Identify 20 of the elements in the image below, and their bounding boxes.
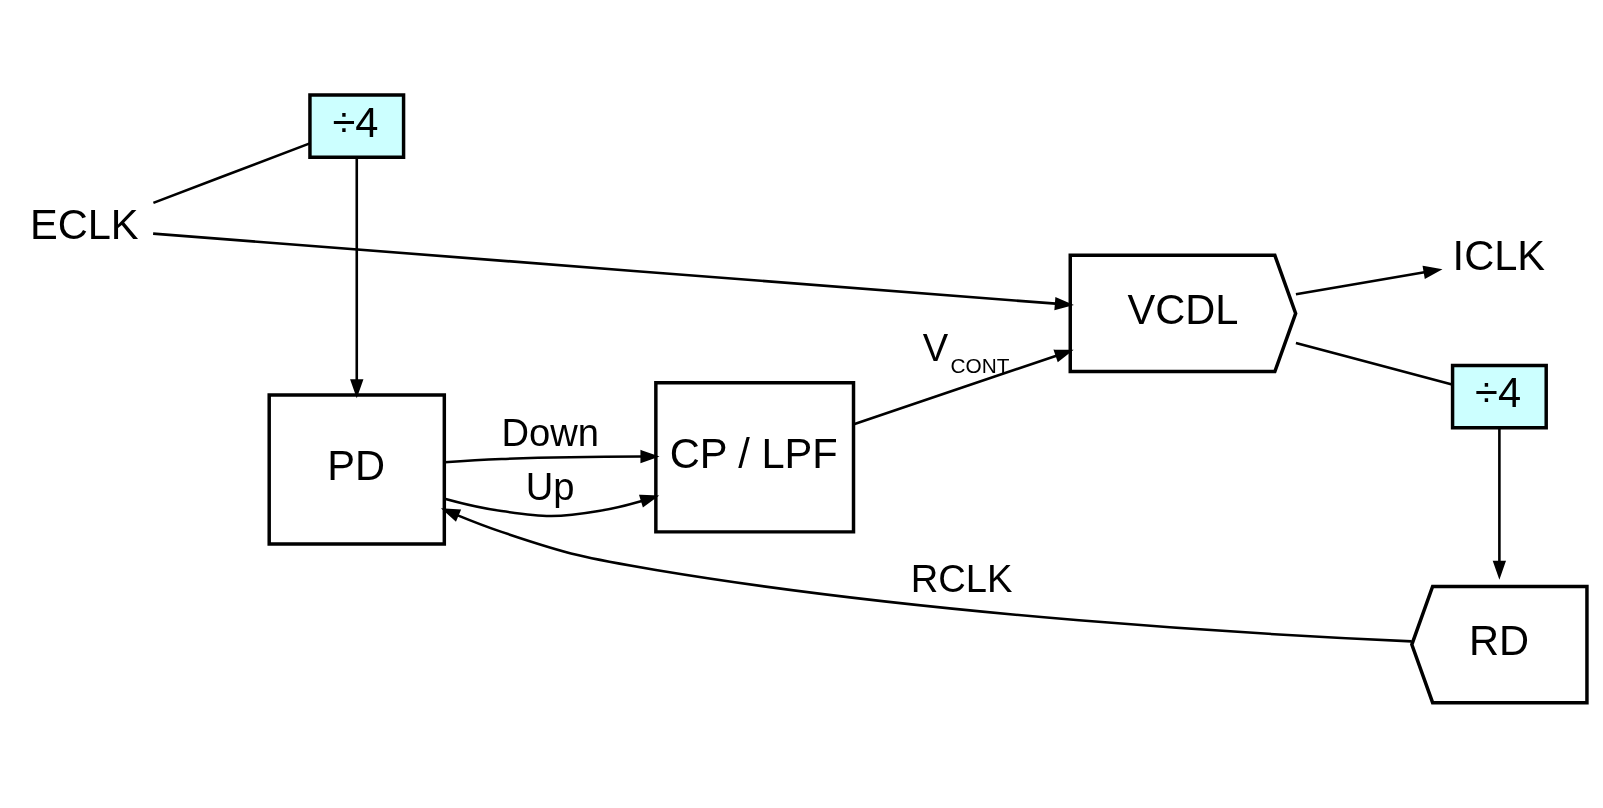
arrow [444,494,660,518]
arrow [444,449,660,464]
node-box: ÷4 [1450,363,1548,430]
node-box: CP / LPF [654,381,856,534]
node-text: ICLK [1452,232,1546,280]
arrow [440,508,1412,643]
connector [1295,341,1453,386]
edge-label: V$_{CONT}$ [922,326,1010,377]
node-box: ÷4 [308,93,406,160]
node-text: ECLK [29,201,139,249]
connector [152,142,311,205]
edge-label: Down [501,411,600,455]
arrow [1492,428,1507,580]
edge-label: Up [525,464,575,508]
arrow [853,349,1074,426]
edge-label: RCLK [910,556,1013,600]
arrow [350,157,364,399]
node-box: PD [267,393,447,546]
arrow [1295,265,1443,296]
arrow [153,232,1074,311]
